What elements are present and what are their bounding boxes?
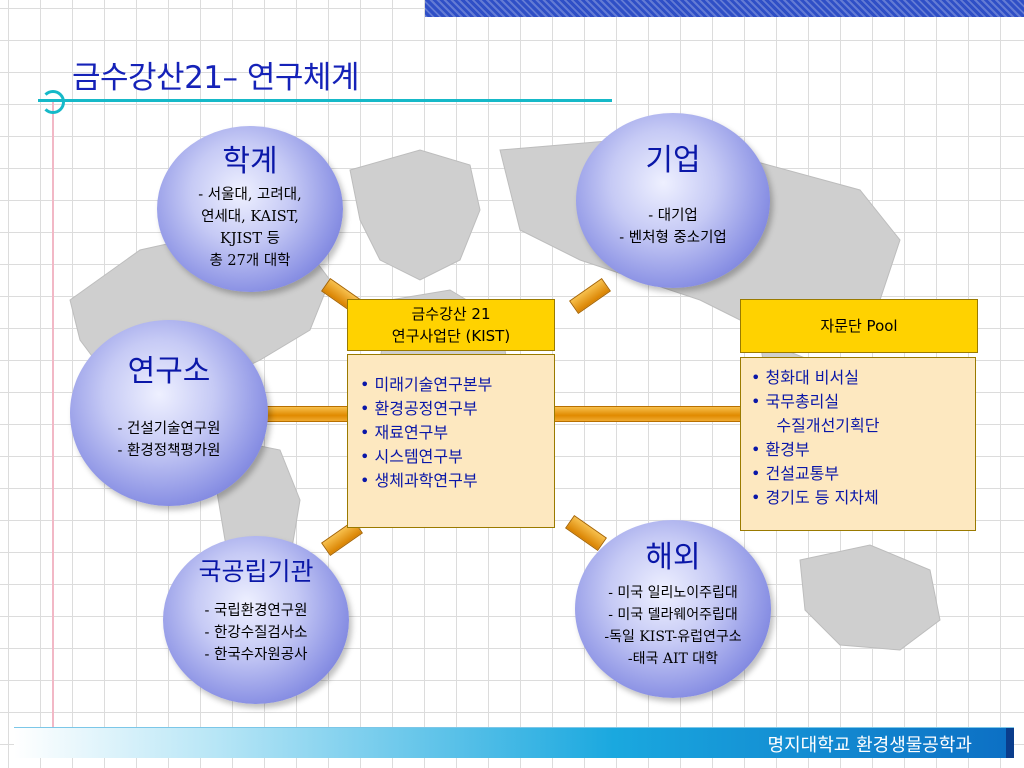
circle-national-line: - 국립환경연구원 <box>204 603 308 619</box>
circle-institute-line: - 환경정책평가원 <box>117 443 221 459</box>
page-title: 금수강산21– 연구체계 <box>72 60 359 96</box>
left-margin-line <box>52 102 54 732</box>
circle-industry: 기업 - 대기업 - 벤처형 중소기업 <box>576 113 770 288</box>
circle-overseas-line: -독일 KIST-유럽연구소 <box>604 629 742 645</box>
list-item: • 재료연구부 <box>360 423 449 442</box>
list-item: • 환경부 <box>751 440 810 459</box>
list-item: • 건설교통부 <box>751 464 840 483</box>
circle-industry-line: - 벤처형 중소기업 <box>619 230 727 246</box>
list-item: • 경기도 등 지차체 <box>751 488 879 507</box>
circle-institute: 연구소 - 건설기술연구원 - 환경정책평가원 <box>70 320 268 506</box>
center-division-list: • 미래기술연구본부 • 환경공정연구부 • 재료연구부 • 시스템연구부 • … <box>347 354 555 528</box>
circle-industry-body: - 대기업 - 벤처형 중소기업 <box>576 205 770 249</box>
footer-text: 명지대학교 환경생물공학과 <box>767 735 972 756</box>
list-item: • 국무총리실 <box>751 392 840 411</box>
center-header-line: 연구사업단 (KIST) <box>391 327 511 345</box>
advisory-pool-box: 자문단 Pool <box>740 299 978 353</box>
circle-institute-title: 연구소 <box>127 354 211 389</box>
list-item: • 미래기술연구본부 <box>360 375 493 394</box>
circle-industry-line: - 대기업 <box>648 208 698 224</box>
list-item: • 생체과학연구부 <box>360 471 478 490</box>
list-item: • 환경공정연구부 <box>360 399 478 418</box>
circle-academia-line: KJIST 등 <box>220 231 280 247</box>
circle-institute-body: - 건설기술연구원 - 환경정책평가원 <box>70 418 268 462</box>
circle-academia-line: 총 27개 대학 <box>209 253 291 269</box>
circle-national-line: - 한국수자원공사 <box>204 647 308 663</box>
list-item: • 청화대 비서실 <box>751 368 859 387</box>
circle-academia-line: - 서울대, 고려대, <box>198 187 302 203</box>
circle-academia-line: 연세대, KAIST, <box>201 209 299 225</box>
title-ring-ornament <box>41 90 65 114</box>
circle-institute-line: - 건설기술연구원 <box>117 421 221 437</box>
top-decorative-band <box>425 0 1024 17</box>
circle-overseas-line: - 미국 델라웨어주립대 <box>608 607 738 623</box>
circle-national-body: - 국립환경연구원 - 한강수질검사소 - 한국수자원공사 <box>163 600 349 666</box>
advisory-list: • 청화대 비서실 • 국무총리실 수질개선기획단 • 환경부 • 건설교통부 … <box>740 357 976 531</box>
center-header-line: 금수강산 21 <box>411 305 491 323</box>
circle-national-title: 국공립기관 <box>198 557 314 586</box>
footer-end-block <box>1006 728 1014 758</box>
circle-overseas-line: -태국 AIT 대학 <box>627 651 719 667</box>
circle-overseas-title: 해외 <box>645 540 701 575</box>
circle-industry-title: 기업 <box>645 143 701 178</box>
circle-overseas-line: - 미국 일리노이주립대 <box>608 585 738 601</box>
center-header-box: 금수강산 21 연구사업단 (KIST) <box>347 299 555 351</box>
circle-academia-body: - 서울대, 고려대, 연세대, KAIST, KJIST 등 총 27개 대학 <box>157 184 343 272</box>
list-item: 수질개선기획단 <box>751 416 880 435</box>
circle-overseas: 해외 - 미국 일리노이주립대 - 미국 델라웨어주립대 -독일 KIST-유럽… <box>575 520 771 698</box>
footer-bar: 명지대학교 환경생물공학과 <box>14 727 1014 758</box>
circle-overseas-body: - 미국 일리노이주립대 - 미국 델라웨어주립대 -독일 KIST-유럽연구소… <box>575 582 771 670</box>
advisory-pool-label: 자문단 Pool <box>820 317 898 335</box>
circle-academia: 학계 - 서울대, 고려대, 연세대, KAIST, KJIST 등 총 27개… <box>157 126 343 292</box>
title-underline <box>38 99 612 102</box>
list-item: • 시스템연구부 <box>360 447 463 466</box>
circle-academia-title: 학계 <box>222 144 278 179</box>
circle-national: 국공립기관 - 국립환경연구원 - 한강수질검사소 - 한국수자원공사 <box>163 536 349 704</box>
circle-national-line: - 한강수질검사소 <box>204 625 308 641</box>
